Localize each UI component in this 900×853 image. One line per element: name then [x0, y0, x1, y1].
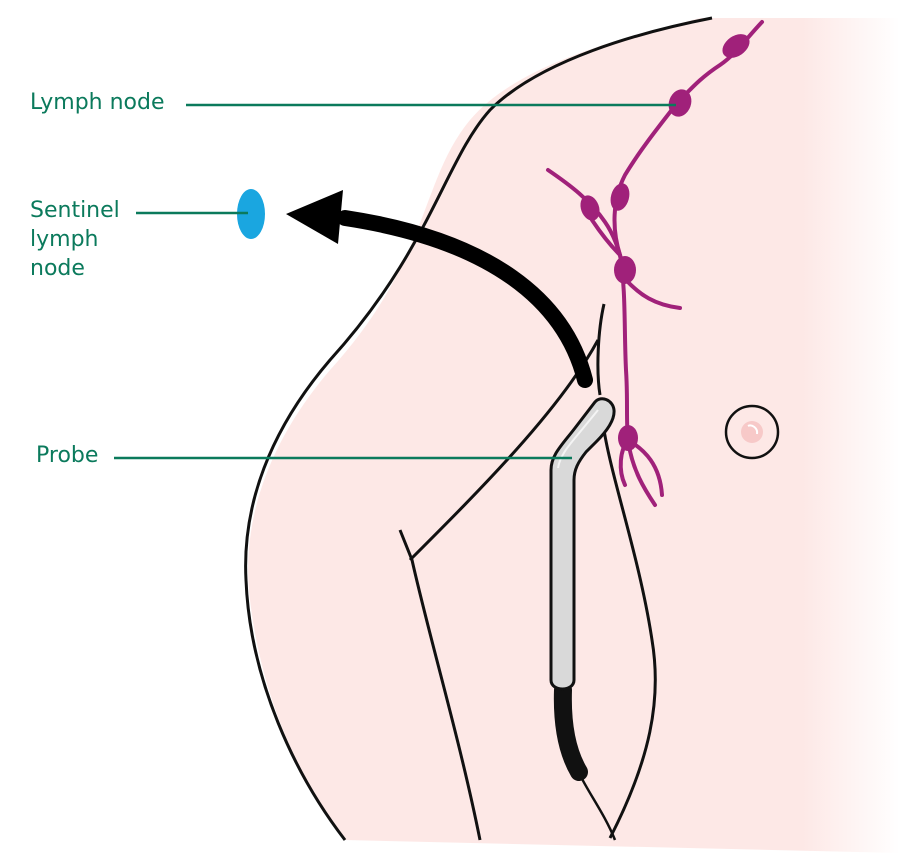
lymph-node-4: [580, 195, 600, 221]
elbow-crease: [398, 529, 482, 841]
probe-body: [549, 397, 616, 691]
nipple-highlight: [747, 424, 759, 435]
probe-wire: [578, 774, 617, 841]
lymph-vessels: [546, 20, 764, 507]
lymph-node-1: [722, 34, 750, 58]
label-sentinel-lymph-node: Sentinel lymph node: [30, 196, 120, 283]
arm-outline: [244, 16, 713, 841]
arrowhead-icon: [286, 190, 343, 244]
label-sentinel-line-3: node: [30, 256, 85, 281]
label-sentinel-line-2: lymph: [30, 227, 99, 252]
probe-cable: [553, 681, 588, 781]
label-lymph-node: Lymph node: [30, 90, 165, 115]
lymph-node-2: [668, 89, 692, 117]
sentinel-node-icon: [237, 189, 265, 239]
lymph-node-6: [618, 425, 638, 451]
lymph-node-3: [610, 183, 630, 211]
lymph-node-5: [614, 256, 636, 284]
label-probe: Probe: [36, 443, 99, 468]
probe-tip-line: [557, 409, 599, 469]
areola: [741, 421, 763, 443]
label-sentinel-line-1: Sentinel: [30, 198, 120, 223]
armpit-fold: [596, 303, 606, 396]
lymph-nodes: [580, 34, 750, 451]
curved-arrow-icon: [337, 210, 593, 388]
leader-lines: [114, 103, 676, 460]
torso-side-line: [602, 429, 657, 839]
